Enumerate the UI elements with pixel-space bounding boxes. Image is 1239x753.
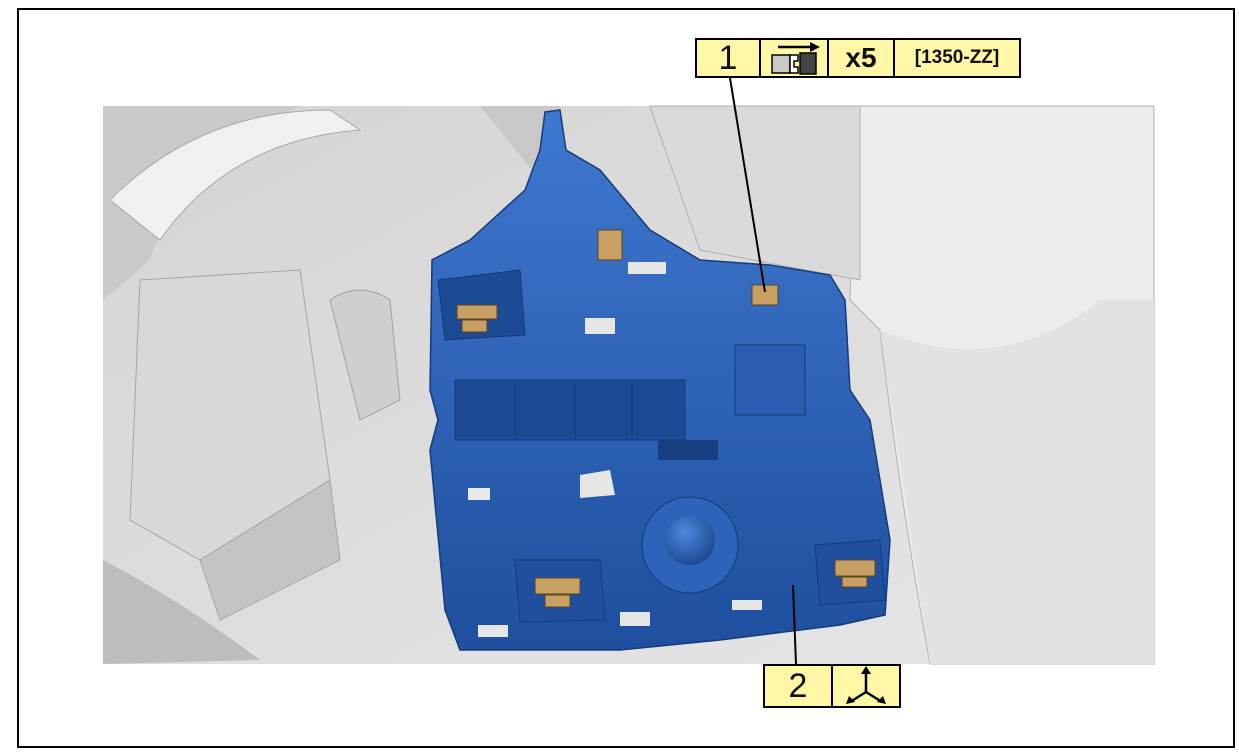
blue-bracket (429, 109, 891, 651)
callout-number: 2 (765, 666, 833, 706)
clip (456, 304, 498, 333)
callout-number: 1 (697, 39, 761, 77)
leader-line-2 (792, 584, 797, 665)
fastener-removal-icon (761, 40, 829, 76)
reference-code: [1350-ZZ] (895, 40, 1019, 76)
callout-1: 1 x5 [1350-ZZ] (695, 38, 1021, 78)
quantity-label: x5 (829, 40, 895, 76)
clip (751, 284, 779, 306)
tri-arrow-removal-icon (833, 666, 899, 706)
fastener-clips (456, 229, 876, 608)
callout-2: 2 (763, 664, 901, 708)
clip (534, 577, 581, 608)
leader-line-1 (729, 77, 766, 293)
clip (597, 229, 623, 261)
clip (834, 559, 876, 588)
